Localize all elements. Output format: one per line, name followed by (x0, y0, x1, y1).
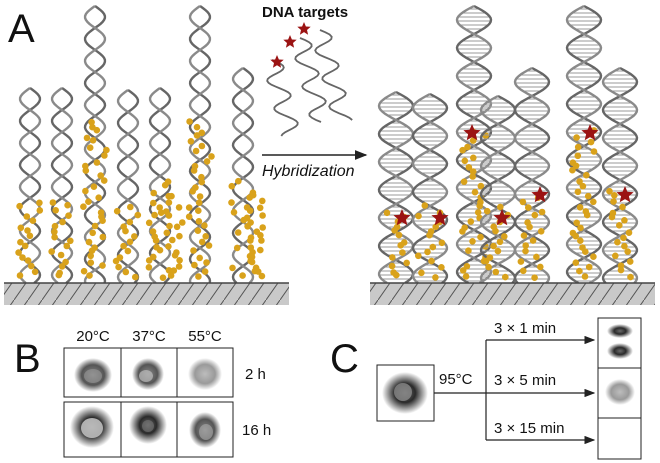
spot-55c-2h (188, 358, 222, 390)
spot-after-1min (607, 324, 633, 359)
spot-after-5min (605, 379, 635, 405)
probe-array-after (377, 4, 639, 285)
surface-left (4, 282, 289, 305)
label-beads (185, 118, 215, 280)
probe-strand (188, 5, 212, 284)
spot-20c-16h (70, 406, 114, 448)
target-strand (314, 29, 353, 121)
time-label-16h: 16 h (242, 422, 271, 439)
label-beads (569, 127, 598, 280)
probe-array-before (15, 5, 267, 284)
target-star (581, 124, 599, 141)
duplex-strand (565, 4, 603, 285)
spot-before-heating (376, 364, 435, 422)
spot-55c-16h (189, 412, 221, 448)
target-strand (294, 37, 327, 123)
surface-right (370, 282, 655, 305)
bracket-arrows (434, 335, 596, 445)
label-beads (517, 194, 546, 282)
duplex-strand (601, 66, 639, 284)
duplex-strand (377, 90, 415, 284)
temp-label-55: 55°C (188, 328, 222, 345)
label-beads (48, 199, 74, 279)
label-beads (228, 177, 259, 279)
target-star (531, 186, 549, 203)
duplex-strand (455, 4, 493, 285)
duplex-strand (411, 92, 449, 284)
target-star (431, 209, 449, 226)
label-beads (162, 192, 186, 279)
time-label-2h: 2 h (245, 366, 266, 383)
probe-strand (18, 87, 42, 284)
temp-label-37: 37°C (132, 328, 166, 345)
target-star (463, 124, 481, 141)
duplex-strand (513, 66, 551, 284)
target-star (270, 55, 284, 68)
label-beads (80, 118, 110, 279)
target-star (283, 35, 297, 48)
target-strand (266, 59, 299, 137)
label-beads (246, 191, 267, 280)
target-star (616, 186, 634, 203)
target-star (297, 22, 311, 35)
probe-strand (116, 89, 140, 284)
spot-37c-2h (132, 358, 164, 390)
heating-temperature-label: 95°C (439, 371, 473, 388)
duplex-strand (479, 94, 517, 284)
duration-label-15min: 3 × 15 min (494, 420, 564, 437)
dna-targets (266, 22, 353, 137)
spot-37c-16h (129, 406, 167, 444)
panel-b-letter: B (14, 337, 41, 381)
probe-strand (148, 87, 172, 284)
label-beads (145, 178, 175, 282)
label-beads (112, 203, 142, 281)
target-star (493, 209, 511, 226)
temp-label-20: 20°C (76, 328, 110, 345)
label-beads (606, 187, 634, 281)
duration-label-5min: 3 × 5 min (494, 372, 556, 389)
target-star (393, 209, 411, 226)
targets-label: DNA targets (262, 4, 348, 21)
duration-label-1min: 3 × 1 min (494, 320, 556, 337)
label-beads (15, 199, 44, 279)
spot-20c-2h (74, 358, 112, 392)
panel-a-letter: A (8, 7, 35, 51)
label-beads (383, 209, 411, 279)
panel-c-letter: C (330, 337, 359, 381)
hybridization-label: Hybridization (262, 163, 355, 180)
